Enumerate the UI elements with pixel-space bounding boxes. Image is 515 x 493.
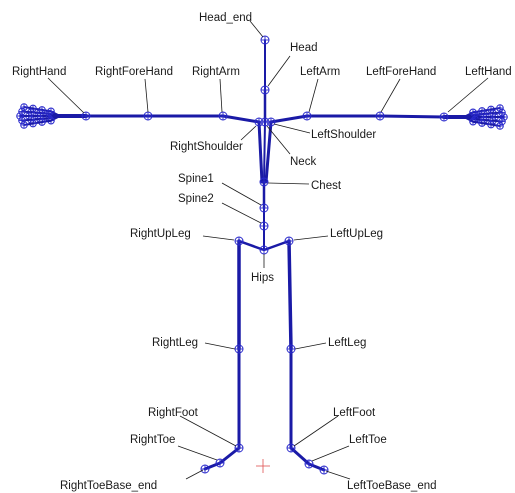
label-right-hand: RightHand xyxy=(12,66,66,78)
joint-right-arm xyxy=(218,111,228,121)
joint-left-toe-base-end xyxy=(319,465,329,475)
finger-bones xyxy=(16,103,508,130)
joints xyxy=(81,35,449,475)
joint-labels: Head_end Head RightHand RightForeHand Ri… xyxy=(12,12,512,492)
joint-head-end xyxy=(260,35,270,45)
leader-left-toe-base-end xyxy=(325,470,351,480)
bone-left-thigh xyxy=(287,239,293,351)
leader-right-toe-base-end xyxy=(185,469,204,480)
joint-head xyxy=(260,85,270,95)
label-left-up-leg: LeftUpLeg xyxy=(330,228,383,240)
joint-left-toe xyxy=(304,459,314,469)
label-hips: Hips xyxy=(251,272,274,284)
label-left-arm: LeftArm xyxy=(300,66,340,78)
label-head: Head xyxy=(290,42,318,54)
leader-spine1 xyxy=(221,182,262,206)
joint-right-leg xyxy=(234,344,244,354)
label-right-up-leg: RightUpLeg xyxy=(130,228,191,240)
origin-marker xyxy=(256,459,270,473)
label-right-toe-base-end: RightToeBase_end xyxy=(60,480,157,492)
joint-chest xyxy=(259,177,269,187)
label-right-leg: RightLeg xyxy=(152,337,198,349)
right-finger-5-joint-4 xyxy=(20,121,28,129)
leader-left-hand xyxy=(447,77,489,113)
leader-left-foot xyxy=(293,415,339,447)
leader-left-fore-hand xyxy=(380,78,401,113)
label-chest: Chest xyxy=(311,180,342,192)
joint-left-fore-hand xyxy=(375,111,385,121)
label-spine2: Spine2 xyxy=(178,193,214,205)
leader-right-leg xyxy=(204,342,236,350)
leader-head-end xyxy=(249,20,264,38)
label-left-fore-hand: LeftForeHand xyxy=(366,66,436,78)
label-neck: Neck xyxy=(290,156,316,168)
bone-right-shoulder xyxy=(221,114,261,124)
leader-spine2 xyxy=(221,202,262,224)
leader-lines xyxy=(47,20,489,480)
leader-head xyxy=(267,55,291,87)
joint-right-hand xyxy=(81,111,91,121)
joint-spine2 xyxy=(259,221,269,231)
label-left-shoulder: LeftShoulder xyxy=(311,129,376,141)
left-finger-5 xyxy=(463,116,504,130)
joint-right-fore-hand xyxy=(143,111,153,121)
left-finger-4-joint-4 xyxy=(498,117,506,126)
leader-neck xyxy=(266,125,291,155)
joint-right-up-leg xyxy=(234,236,244,246)
leader-right-foot xyxy=(179,415,237,447)
leader-left-arm xyxy=(308,78,319,113)
right-finger-2-joint-4 xyxy=(18,107,26,116)
joint-left-hand xyxy=(439,112,449,122)
joint-left-arm xyxy=(302,111,312,121)
bones xyxy=(48,39,480,472)
label-left-toe: LeftToe xyxy=(349,434,387,446)
joint-left-up-leg xyxy=(284,236,294,246)
leader-left-shoulder xyxy=(273,123,311,134)
leader-right-shoulder xyxy=(240,125,257,141)
bone-torso-a xyxy=(257,120,264,184)
joint-right-foot xyxy=(234,443,244,453)
joint-left-foot xyxy=(286,443,296,453)
joint-right-toe xyxy=(215,458,225,468)
joint-spine1 xyxy=(259,203,269,213)
bone-right-toe xyxy=(203,461,222,471)
label-right-fore-hand: RightForeHand xyxy=(95,66,173,78)
joint-left-leg xyxy=(286,344,296,354)
label-spine1: Spine1 xyxy=(178,173,214,185)
label-right-foot: RightFoot xyxy=(148,407,199,419)
bone-left-forearm xyxy=(378,114,446,119)
leader-right-arm xyxy=(219,78,223,113)
leader-right-hand xyxy=(47,77,85,114)
leader-chest xyxy=(267,182,310,185)
label-right-toe: RightToe xyxy=(130,434,175,446)
label-left-foot: LeftFoot xyxy=(333,407,376,419)
bone-torso-c xyxy=(263,121,266,183)
label-head-end: Head_end xyxy=(199,12,252,24)
leader-left-toe xyxy=(311,445,350,462)
joint-right-toe-base-end xyxy=(200,464,210,474)
leader-right-fore-hand xyxy=(144,78,149,113)
label-right-shoulder: RightShoulder xyxy=(170,141,243,153)
right-finger-5 xyxy=(20,115,61,129)
leader-right-up-leg xyxy=(202,235,235,241)
leader-left-leg xyxy=(294,342,327,350)
left-finger-5-joint-4 xyxy=(496,122,504,130)
bone-torso-b xyxy=(264,120,273,184)
label-left-leg: LeftLeg xyxy=(328,337,366,349)
label-left-toe-base-end: LeftToeBase_end xyxy=(347,480,437,492)
leader-left-up-leg xyxy=(293,235,329,241)
bone-left-toe xyxy=(307,462,326,472)
joint-hips xyxy=(259,245,269,255)
label-right-arm: RightArm xyxy=(192,66,240,78)
label-left-hand: LeftHand xyxy=(465,66,512,78)
bone-left-shoulder xyxy=(269,114,309,124)
leader-right-toe xyxy=(177,445,218,461)
joint-left-shoulder xyxy=(266,117,276,127)
